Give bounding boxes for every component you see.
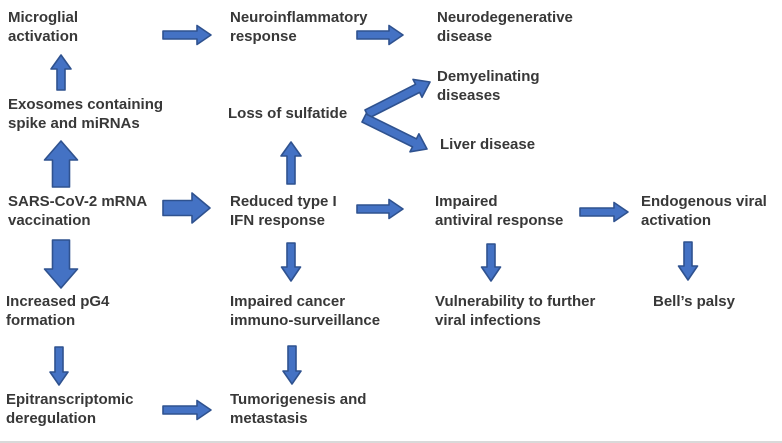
arrow-impaired-cancer-to-tumorigenesis [282,345,302,385]
arrow-reduced-ifn-to-impaired-cancer [280,242,302,282]
arrow-exosomes-to-microglial [50,54,72,91]
arrow-reduced-ifn-to-loss-of-sulfatide [280,141,302,185]
arrow-loss-of-sulfatide-to-demyelinating [364,78,431,119]
node-microglial-activation: Microglial activation [8,9,79,45]
arrow-sars-to-exosomes [43,140,79,188]
arrow-reduced-ifn-to-impaired-antiviral [356,198,404,220]
node-impaired-cancer-immuno-surveillance: Impaired cancer immuno-surveillance [230,293,381,329]
node-tumorigenesis-metastasis: Tumorigenesis and metastasis [230,391,367,427]
arrow-impaired-antiviral-to-vulnerability [480,243,502,282]
arrow-impaired-antiviral-to-endogenous [579,201,629,223]
node-impaired-antiviral-response: Impaired antiviral response [435,193,564,229]
node-sars-cov2-mrna-vaccination: SARS-CoV-2 mRNA vaccination [8,193,148,229]
bottom-edge-line [0,441,782,443]
arrow-microglial-to-neuroinflammatory [162,24,212,46]
node-reduced-type-i-ifn: Reduced type I IFN response [230,193,337,229]
node-exosomes-spike-mirnas: Exosomes containing spike and miRNAs [8,96,164,132]
node-bells-palsy: Bell’s palsy [653,293,735,310]
arrow-neuroinflammatory-to-neurodegenerative [356,24,404,46]
node-neurodegenerative-disease: Neurodegenerative disease [437,9,573,45]
arrow-endogenous-to-bells-palsy [677,241,699,281]
arrow-sars-to-increased-pg4 [43,239,79,289]
arrow-increased-pg4-to-epitranscriptomic [49,346,69,386]
node-loss-of-sulfatide: Loss of sulfatide [228,105,348,122]
arrow-loss-of-sulfatide-to-liver-disease [361,113,428,153]
node-neuroinflammatory-response: Neuroinflammatory response [230,9,368,45]
node-epitranscriptomic-deregulation: Epitranscriptomic deregulation [6,391,134,427]
arrow-sars-to-reduced-ifn [162,192,211,224]
node-vulnerability-viral-infections: Vulnerability to further viral infection… [435,293,596,329]
node-increased-pg4-formation: Increased pG4 formation [6,293,110,329]
node-endogenous-viral-activation: Endogenous viral activation [641,193,767,229]
node-liver-disease: Liver disease [440,136,536,153]
arrow-epitranscriptomic-to-tumorigenesis [162,399,212,421]
node-demyelinating-diseases: Demyelinating diseases [437,68,540,104]
